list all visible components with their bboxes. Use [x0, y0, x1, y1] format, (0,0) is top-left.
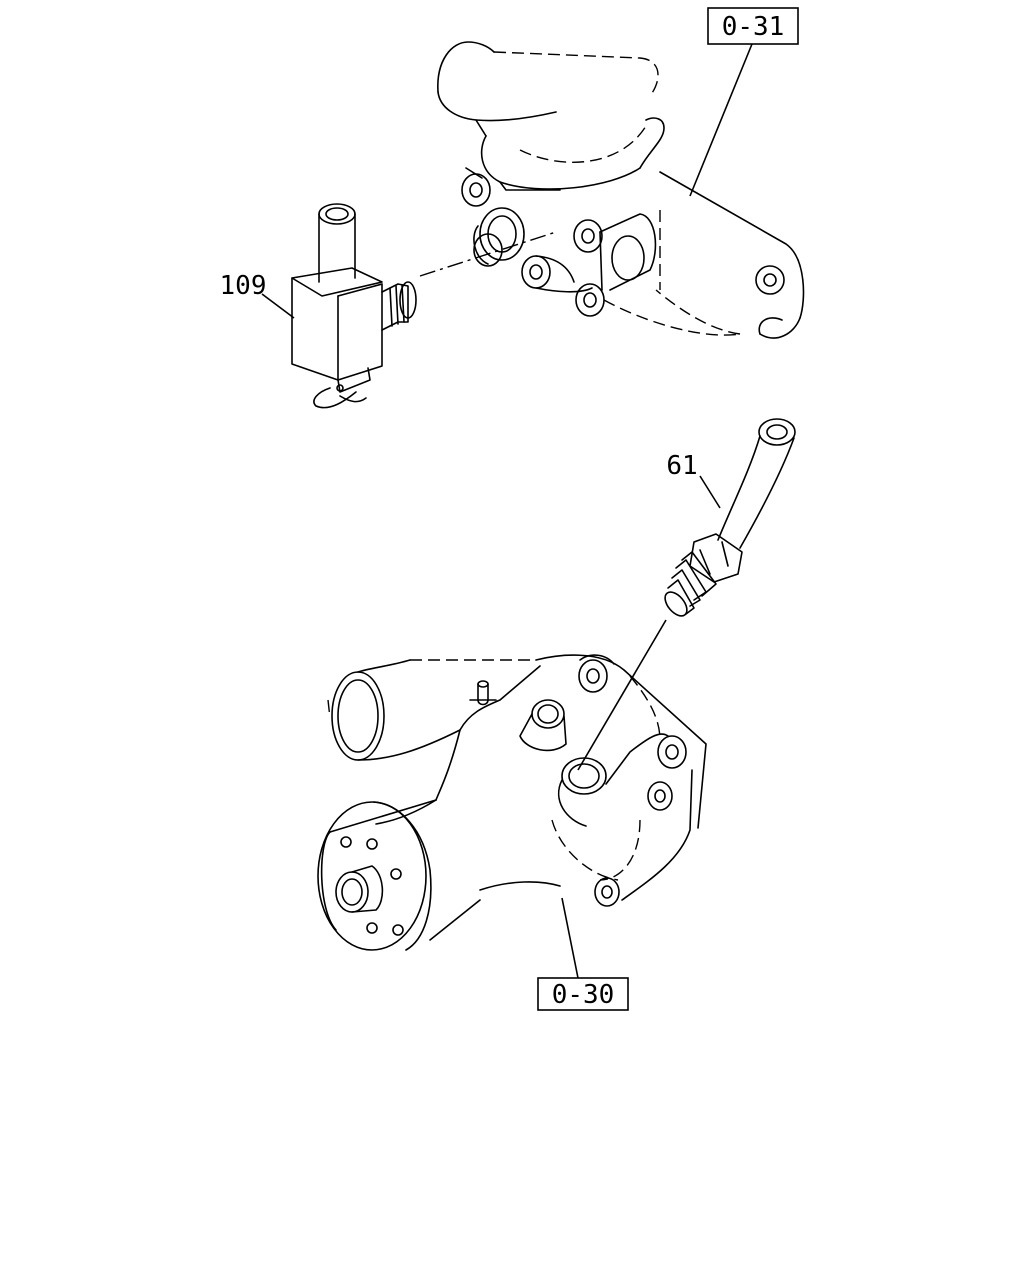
callout-ref-bottom[interactable]: 0-30	[537, 977, 629, 1011]
part-label-valve: 109	[220, 271, 267, 301]
leader-part-pipe	[699, 475, 721, 509]
callout-part-pipe[interactable]: 61	[666, 451, 697, 481]
callout-ref-top[interactable]: 0-31	[707, 7, 799, 45]
ref-label-bottom: 0-30	[552, 980, 615, 1010]
leader-part-valve	[261, 293, 295, 319]
centerline-valve	[419, 231, 557, 277]
leader-ref-bottom	[561, 897, 579, 979]
centerline-pipe	[577, 619, 667, 771]
solenoid-valve	[291, 203, 417, 409]
water-pipe	[664, 418, 796, 617]
ref-label-top: 0-31	[722, 12, 785, 42]
part-label-pipe: 61	[666, 451, 697, 481]
leader-ref-top	[689, 43, 753, 197]
water-pump	[317, 654, 707, 951]
callout-part-valve[interactable]: 109	[220, 271, 267, 301]
thermostat-housing	[437, 41, 805, 339]
